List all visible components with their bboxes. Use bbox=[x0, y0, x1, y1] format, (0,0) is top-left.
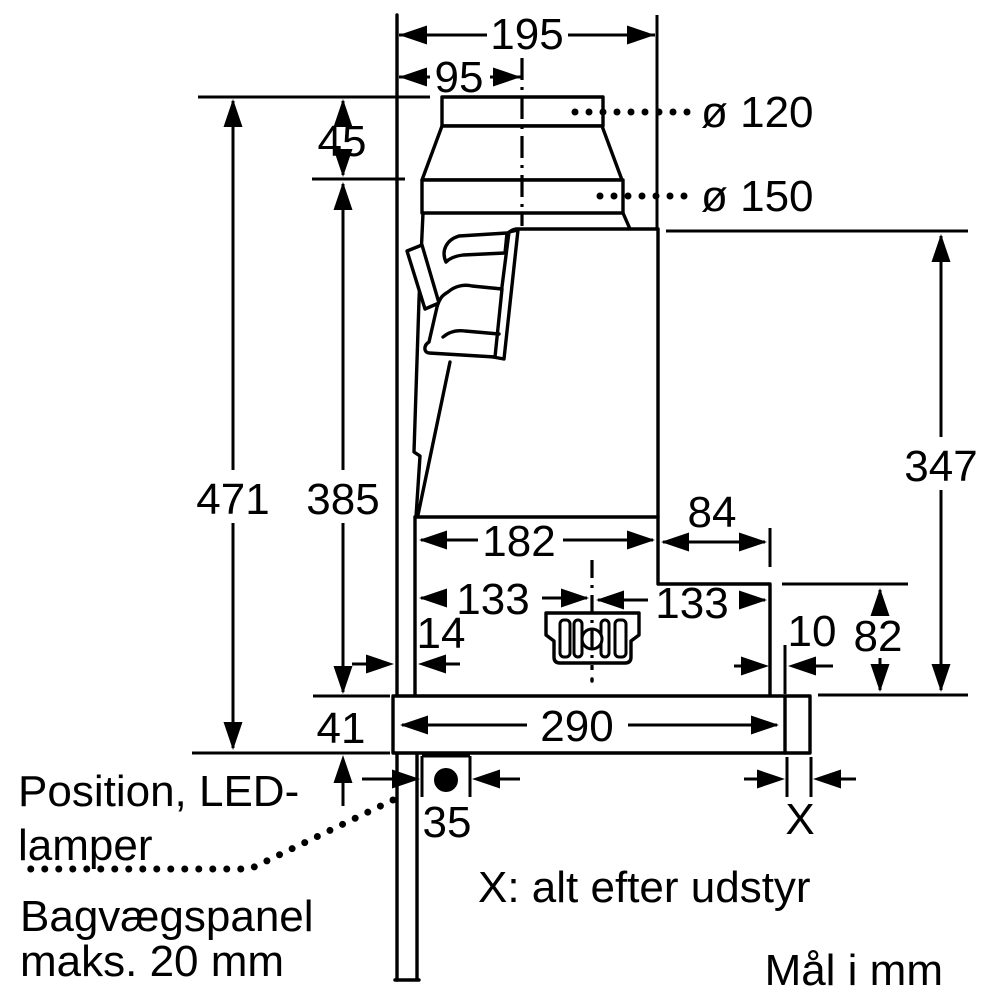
note-led-line1: Position, LED- bbox=[18, 767, 299, 816]
note-backpanel-line2: maks. 20 mm bbox=[20, 937, 284, 986]
hood-top-edge bbox=[505, 211, 660, 240]
dim-duct-offset-label: 95 bbox=[435, 53, 484, 102]
dim-step-height-label: 82 bbox=[854, 612, 903, 661]
dim-panel-height-label: 41 bbox=[317, 704, 366, 753]
dim-step-depth-label: 84 bbox=[688, 488, 737, 537]
dim-duct-height-label: 45 bbox=[318, 117, 367, 166]
dim-total-depth-label: 290 bbox=[540, 702, 613, 751]
damper-flap-assembly bbox=[405, 228, 520, 361]
led-marker-box bbox=[420, 754, 472, 797]
dim-front-gap-label: 10 bbox=[788, 607, 837, 656]
dim-total-width-label: 195 bbox=[490, 10, 563, 59]
dim-body-depth-label: 182 bbox=[482, 517, 555, 566]
note-units: Mål i mm bbox=[765, 946, 943, 995]
note-led-line2: lamper bbox=[18, 821, 153, 870]
led-dot bbox=[434, 768, 458, 792]
telescopic-front-diagonal bbox=[416, 360, 452, 517]
hood-front-step-edge bbox=[656, 227, 772, 698]
back-panel-strip bbox=[393, 753, 421, 982]
damper-vane-panel bbox=[423, 283, 504, 359]
leader-led-label bbox=[18, 796, 397, 873]
dim-body-height-label: 385 bbox=[306, 475, 379, 524]
damper-vane-mid-curve bbox=[441, 328, 501, 339]
filter-rib-1 bbox=[558, 618, 572, 659]
note-x-equipment: X: alt efter udstyr bbox=[478, 863, 811, 912]
led-position-marker bbox=[420, 754, 472, 797]
dim-back-gap-label: 14 bbox=[417, 609, 466, 658]
dim-center-left-label: 133 bbox=[456, 575, 529, 624]
dim-x-label: X bbox=[785, 795, 814, 844]
filter-rib-4 bbox=[613, 618, 628, 659]
damper-vane-top bbox=[442, 231, 509, 264]
dim-front-height-label: 347 bbox=[904, 442, 977, 491]
extension-lines bbox=[192, 15, 968, 797]
dim-overall-height-label: 471 bbox=[196, 475, 269, 524]
dim-dia-small-label: ø 120 bbox=[701, 88, 814, 137]
dim-led-offset-label: 35 bbox=[423, 798, 472, 847]
note-backpanel-line1: Bagvægspanel bbox=[20, 892, 314, 941]
damper-side-flap bbox=[405, 243, 441, 311]
dim-dia-large-label: ø 150 bbox=[701, 172, 814, 221]
dim-center-right-label: 133 bbox=[655, 579, 728, 628]
